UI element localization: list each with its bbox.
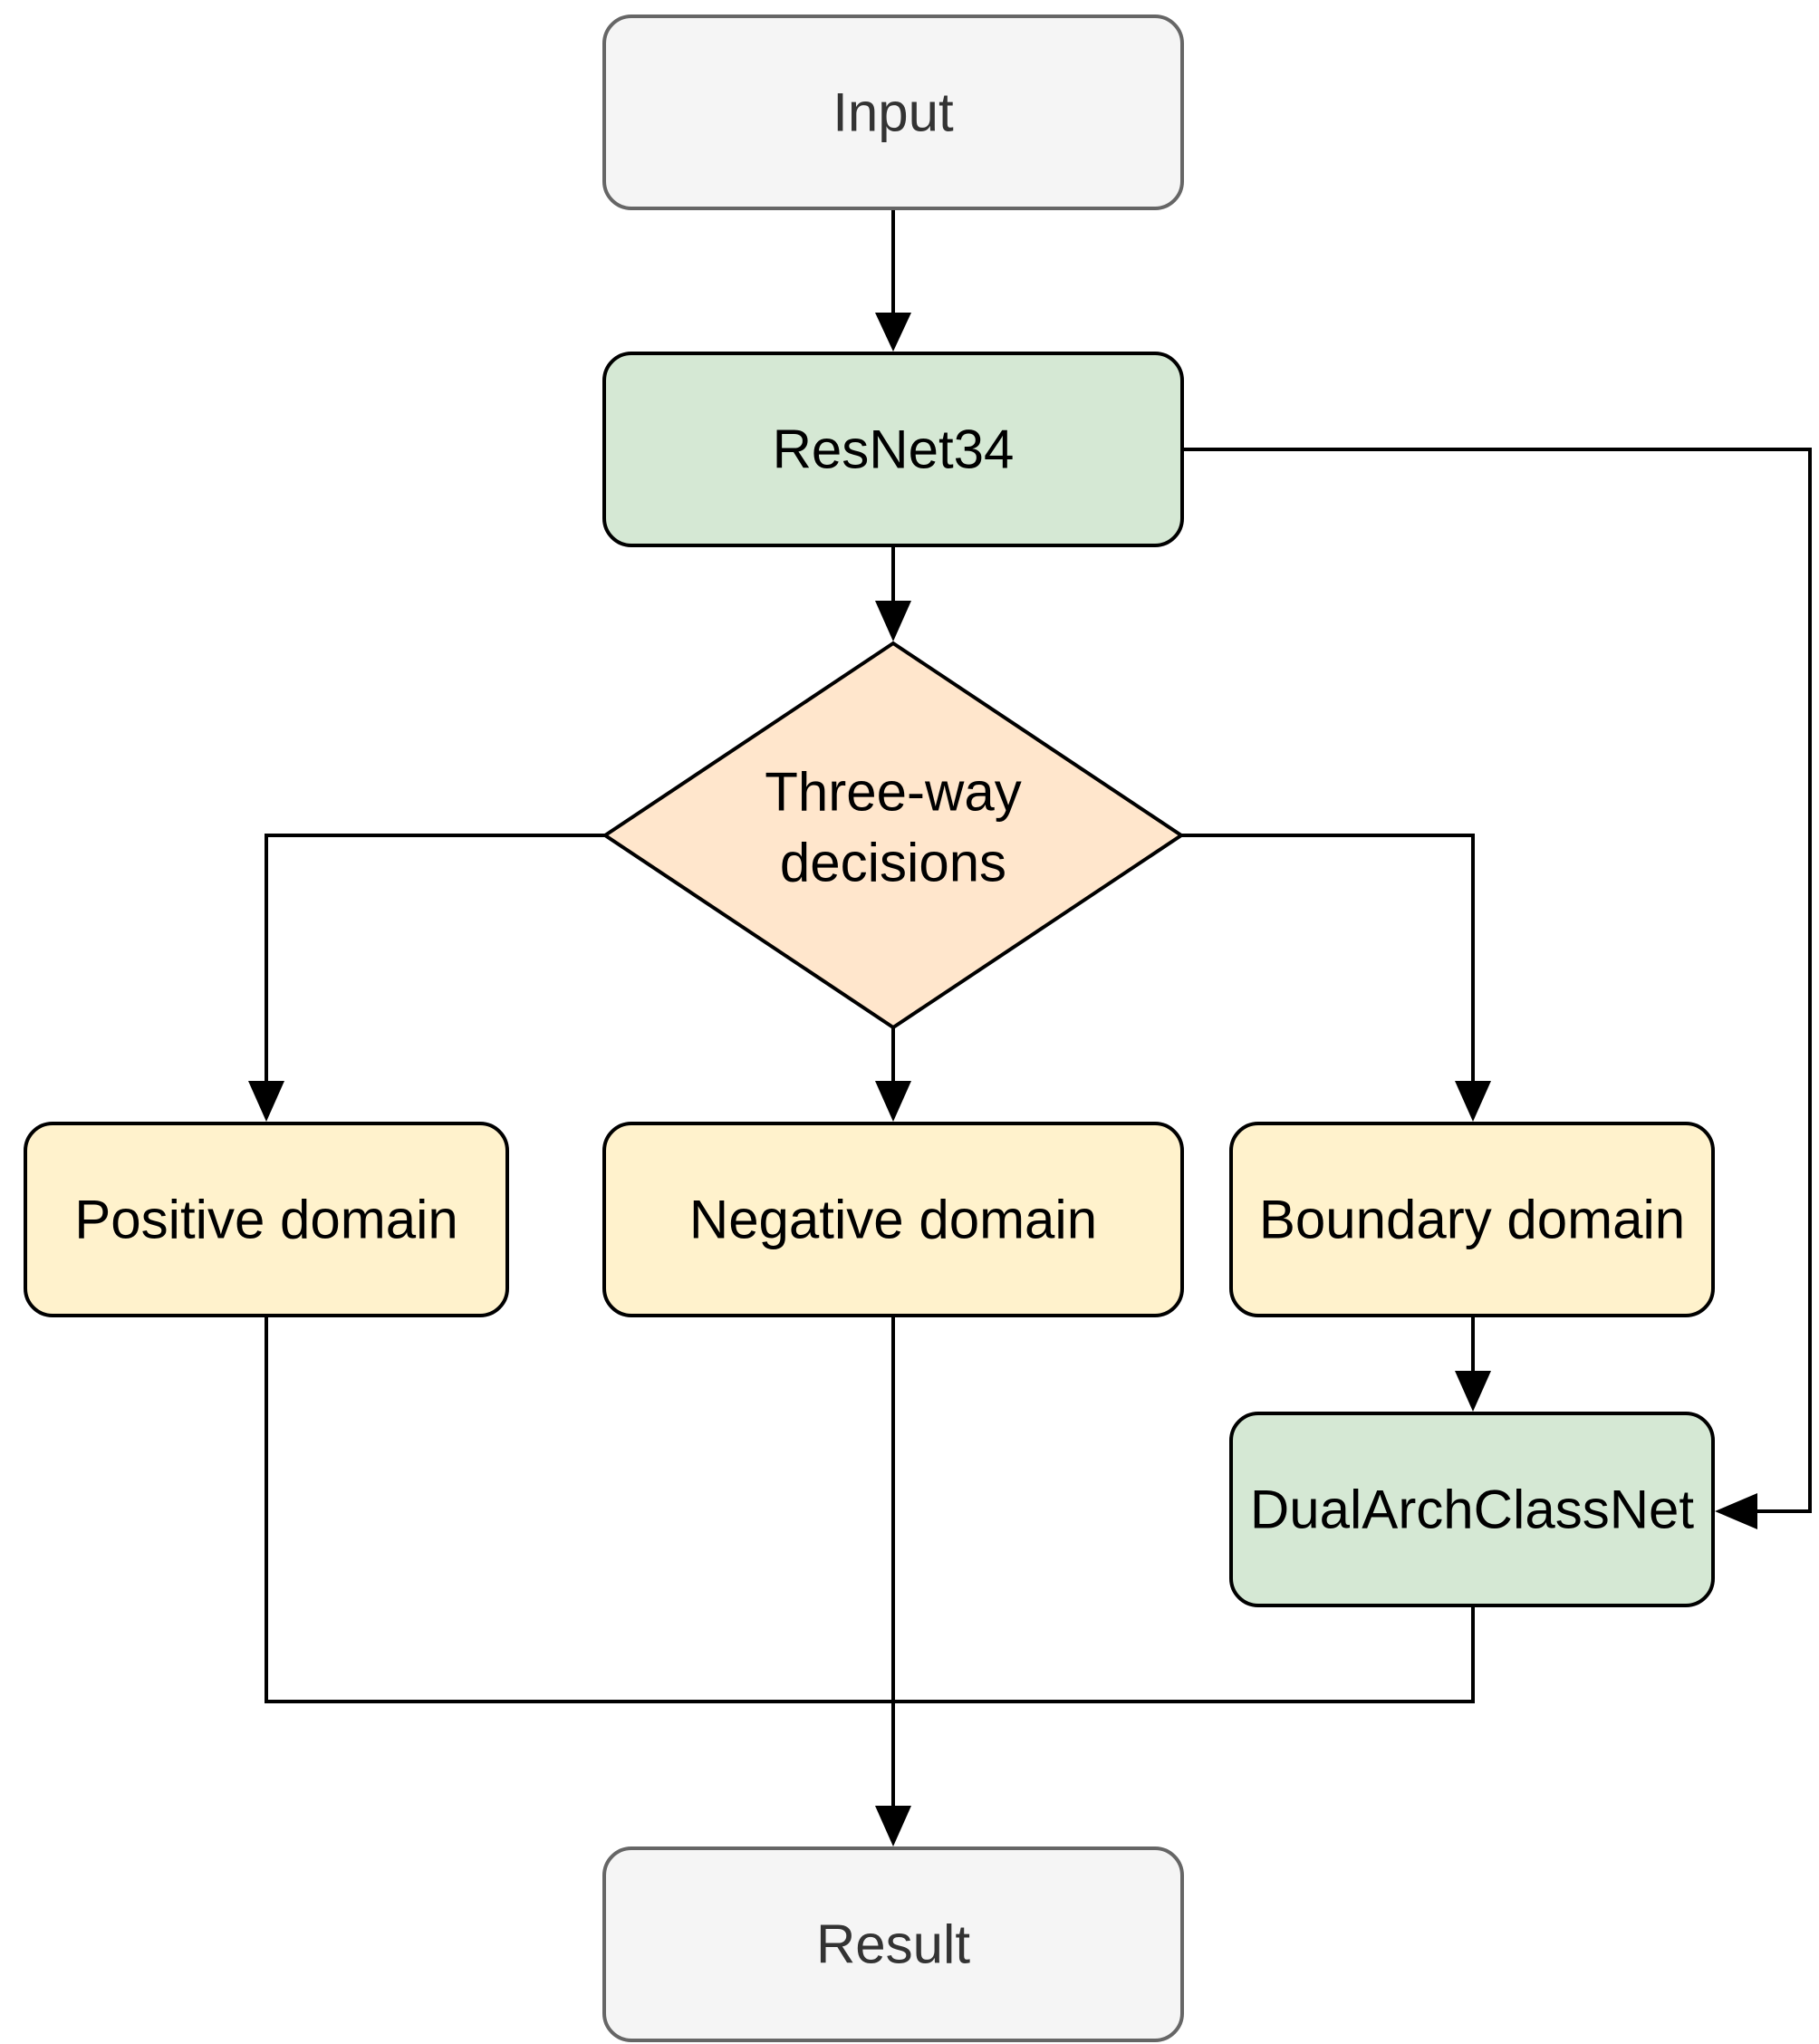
dualarchclassnet-label: DualArchClassNet <box>1250 1480 1694 1540</box>
positive-domain-label: Positive domain <box>74 1190 458 1250</box>
edge-boundary-to-dualarch <box>1455 1316 1491 1412</box>
edge-dualarch-to-result <box>893 1605 1475 1703</box>
positive-domain-node: Positive domain <box>24 1122 509 1317</box>
edge-decision-to-boundary <box>1181 834 1491 1122</box>
edge-negative-to-result <box>875 1316 911 1846</box>
negative-domain-label: Negative domain <box>689 1190 1097 1250</box>
edge-resnet-to-decision <box>875 545 911 641</box>
boundary-domain-node: Boundary domain <box>1229 1122 1715 1317</box>
input-node: Input <box>602 14 1184 210</box>
decision-node: Three-way decisions <box>602 641 1185 1030</box>
edge-decision-to-positive <box>248 834 605 1122</box>
edge-input-to-resnet <box>875 208 911 352</box>
decision-label-line2: decisions <box>780 833 1006 893</box>
edge-positive-to-result <box>265 1316 893 1703</box>
edge-decision-to-negative <box>875 1027 911 1122</box>
result-label: Result <box>816 1914 970 1975</box>
boundary-domain-label: Boundary domain <box>1259 1190 1685 1250</box>
decision-label-line1: Three-way <box>765 762 1021 823</box>
dualarchclassnet-node: DualArchClassNet <box>1229 1412 1715 1607</box>
edges <box>248 208 1812 1846</box>
resnet34-label: ResNet34 <box>773 419 1015 480</box>
resnet34-node: ResNet34 <box>602 352 1184 547</box>
result-node: Result <box>602 1846 1184 2042</box>
edge-resnet-to-dualarch <box>1183 448 1812 1529</box>
input-label: Input <box>833 82 954 143</box>
negative-domain-node: Negative domain <box>602 1122 1184 1317</box>
